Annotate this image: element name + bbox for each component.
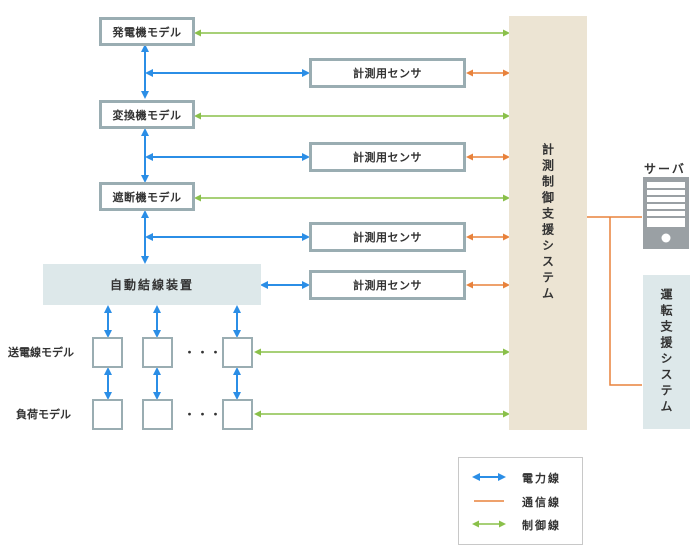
legend-swatches <box>472 473 506 528</box>
transmission-model-cell-1 <box>92 337 123 368</box>
operation-support-panel: 運転支援システム <box>643 275 690 429</box>
sensor-box-3: 計測用センサ <box>309 222 466 252</box>
sensor-box-2: 計測用センサ <box>309 142 466 172</box>
auto-connection-label: 自動結線装置 <box>109 278 194 292</box>
generator-model-label: 発電機モデル <box>112 25 182 39</box>
operation-support-label: 運転支援システム <box>659 288 673 416</box>
sensor-box-1: 計測用センサ <box>309 58 466 88</box>
transmission-row-label: 送電線モデル <box>8 346 74 359</box>
auto-connection-device: 自動結線装置 <box>43 264 261 305</box>
transmission-model-cell-2 <box>142 337 173 368</box>
transmission-ellipsis: ・・・ <box>184 346 223 359</box>
load-model-cell-2 <box>142 399 173 430</box>
sensor-label-2: 計測用センサ <box>353 151 422 164</box>
breaker-model-label: 遮断機モデル <box>112 190 182 204</box>
load-row-label: 負荷モデル <box>16 408 71 421</box>
load-model-cell-1 <box>92 399 123 430</box>
sensor-box-4: 計測用センサ <box>309 270 466 300</box>
converter-model-label: 変換機モデル <box>112 108 182 122</box>
server-icon <box>643 177 689 249</box>
legend-power-label: 電力線 <box>522 472 561 485</box>
legend-comm-label: 通信線 <box>522 496 561 509</box>
breaker-model-box: 遮断機モデル <box>99 182 195 211</box>
support-system-label: 計測制御支援システム <box>540 143 555 303</box>
converter-model-box: 変換機モデル <box>99 100 195 129</box>
sensor-label-4: 計測用センサ <box>353 279 422 292</box>
generator-model-box: 発電機モデル <box>99 17 195 46</box>
server-label: サーバ <box>644 162 686 176</box>
transmission-model-cell-3 <box>222 337 253 368</box>
comm-line-operation <box>609 217 642 386</box>
legend-control-label: 制御線 <box>522 519 561 532</box>
sensor-label-3: 計測用センサ <box>353 231 422 244</box>
support-system-panel: 計測制御支援システム <box>509 16 587 430</box>
sensor-label-1: 計測用センサ <box>353 67 422 80</box>
load-model-cell-3 <box>222 399 253 430</box>
load-ellipsis: ・・・ <box>184 408 223 421</box>
